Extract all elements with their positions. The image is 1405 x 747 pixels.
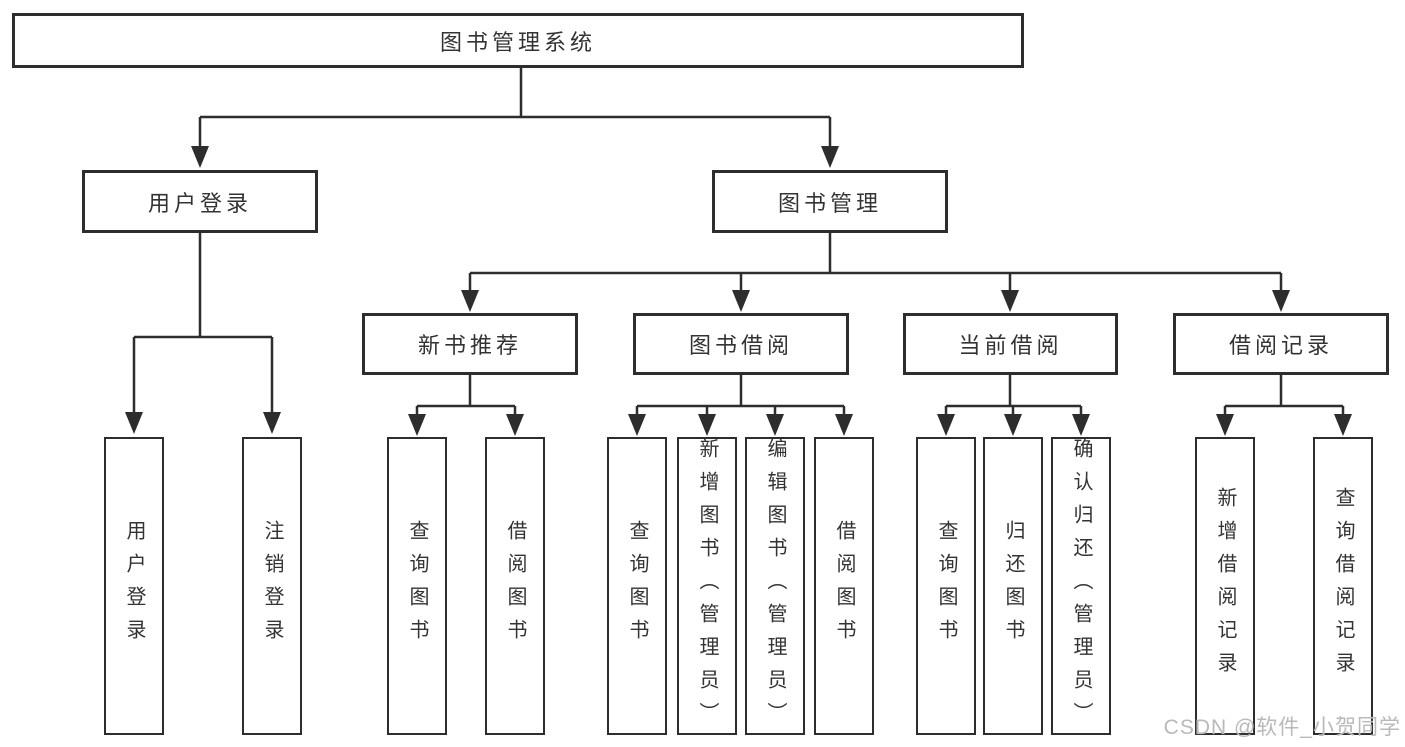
leaf-bb-query-books: 查询图书 [607,437,667,735]
node-user-login-label: 用户登录 [147,190,252,216]
leaf-user-login: 用户登录 [104,437,164,735]
leaf-bb-borrow-books: 借阅图书 [814,437,874,735]
node-current-borrow-label: 当前借阅 [958,333,1063,358]
leaf-br-query-record: 查询借阅记录 [1313,437,1373,735]
leaf-bb-borrow-books-label: 借阅图书 [833,520,855,652]
leaf-bb-edit-book-admin: 编辑图书（管理员） [745,437,805,735]
node-new-book-recommend: 新书推荐 [362,313,578,375]
leaf-bb-add-book-admin-label: 新增图书（管理员） [696,437,718,735]
leaf-br-query-record-label: 查询借阅记录 [1332,487,1354,685]
leaf-bb-query-books-label: 查询图书 [626,520,648,652]
leaf-logout: 注销登录 [242,437,302,735]
node-borrow-records: 借阅记录 [1173,313,1389,375]
node-book-management-label: 图书管理 [777,190,882,216]
leaf-user-login-label: 用户登录 [123,520,145,652]
leaf-cb-return-books: 归还图书 [983,437,1043,735]
leaf-br-add-record-label: 新增借阅记录 [1214,487,1236,685]
csdn-watermark: CSDN @软件_小贺同学 [1163,716,1401,739]
node-new-book-recommend-label: 新书推荐 [417,333,522,358]
leaf-bb-edit-book-admin-label: 编辑图书（管理员） [764,437,786,735]
node-book-borrow: 图书借阅 [633,313,849,375]
leaf-nb-borrow-books-label: 借阅图书 [504,520,526,652]
node-root-label: 图书管理系统 [439,29,596,55]
leaf-cb-query-books-label: 查询图书 [935,520,957,652]
leaf-cb-query-books: 查询图书 [916,437,976,735]
node-borrow-records-label: 借阅记录 [1228,333,1333,358]
node-current-borrow: 当前借阅 [903,313,1118,375]
leaf-nb-borrow-books: 借阅图书 [485,437,545,735]
leaf-nb-query-books: 查询图书 [387,437,447,735]
leaf-bb-add-book-admin: 新增图书（管理员） [677,437,737,735]
node-root: 图书管理系统 [12,13,1024,68]
node-book-management: 图书管理 [712,170,948,233]
leaf-cb-confirm-return-admin-label: 确认归还（管理员） [1070,437,1092,735]
leaf-cb-confirm-return-admin: 确认归还（管理员） [1051,437,1111,735]
node-user-login: 用户登录 [82,170,318,233]
leaf-logout-label: 注销登录 [261,520,283,652]
leaf-br-add-record: 新增借阅记录 [1195,437,1255,735]
node-book-borrow-label: 图书借阅 [688,333,793,358]
leaf-nb-query-books-label: 查询图书 [406,520,428,652]
leaf-cb-return-books-label: 归还图书 [1002,520,1024,652]
